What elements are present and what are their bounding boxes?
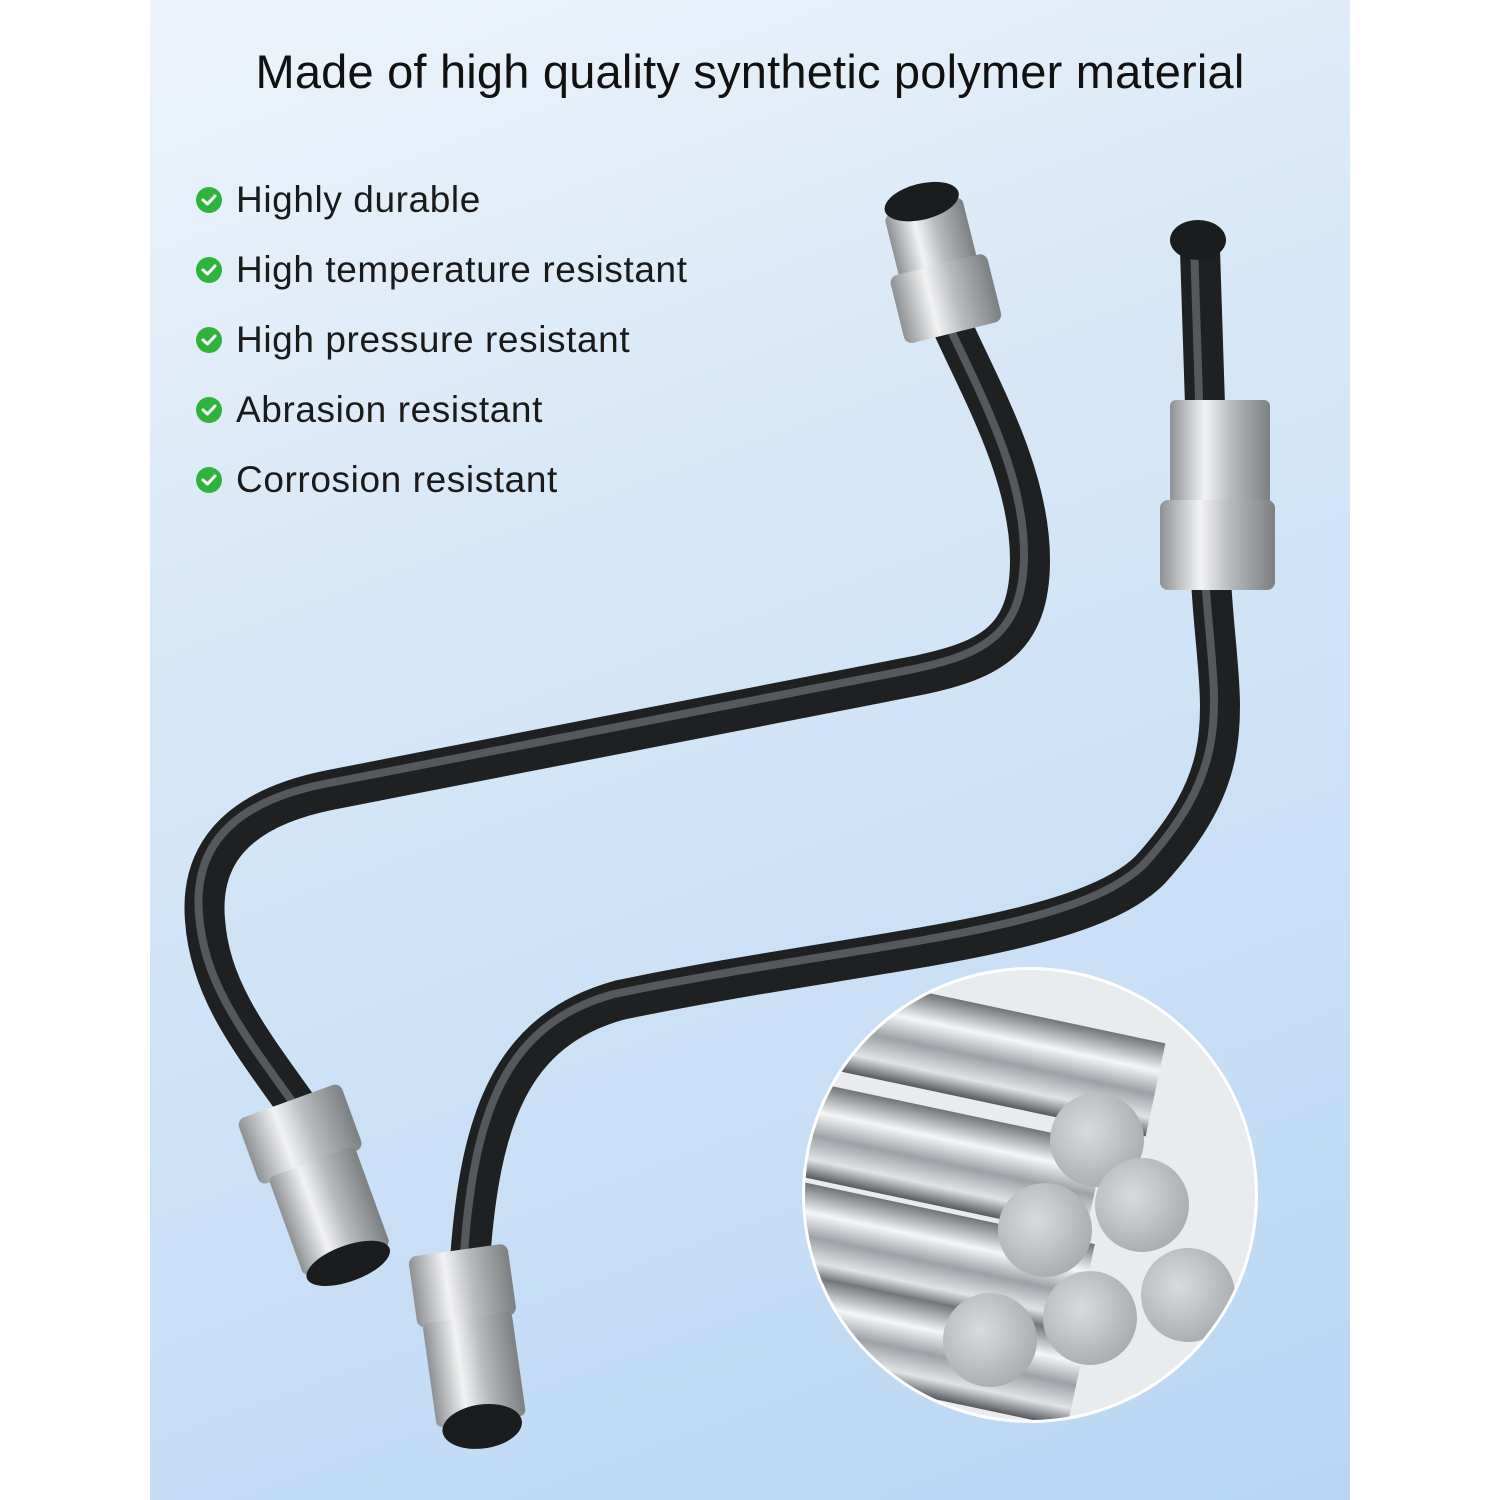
check-circle-icon — [196, 257, 222, 283]
feature-item: Highly durable — [196, 165, 688, 235]
feature-item: Abrasion resistant — [196, 375, 688, 445]
feature-label: Abrasion resistant — [236, 389, 543, 430]
check-circle-icon — [196, 467, 222, 493]
feature-label: High temperature resistant — [236, 249, 688, 290]
feature-label: Corrosion resistant — [236, 459, 558, 500]
brake-line-left — [184, 181, 1051, 1287]
brake-line-right — [408, 220, 1275, 1449]
feature-item: Corrosion resistant — [196, 445, 688, 515]
feature-label: Highly durable — [236, 179, 481, 220]
check-circle-icon — [196, 327, 222, 353]
feature-item: High temperature resistant — [196, 235, 688, 305]
material-inset — [802, 967, 1258, 1423]
feature-list: Highly durable High temperature resistan… — [196, 165, 688, 515]
headline: Made of high quality synthetic polymer m… — [255, 45, 1245, 98]
check-circle-icon — [196, 397, 222, 423]
check-circle-icon — [196, 187, 222, 213]
feature-label: High pressure resistant — [236, 319, 631, 360]
feature-item: High pressure resistant — [196, 305, 688, 375]
